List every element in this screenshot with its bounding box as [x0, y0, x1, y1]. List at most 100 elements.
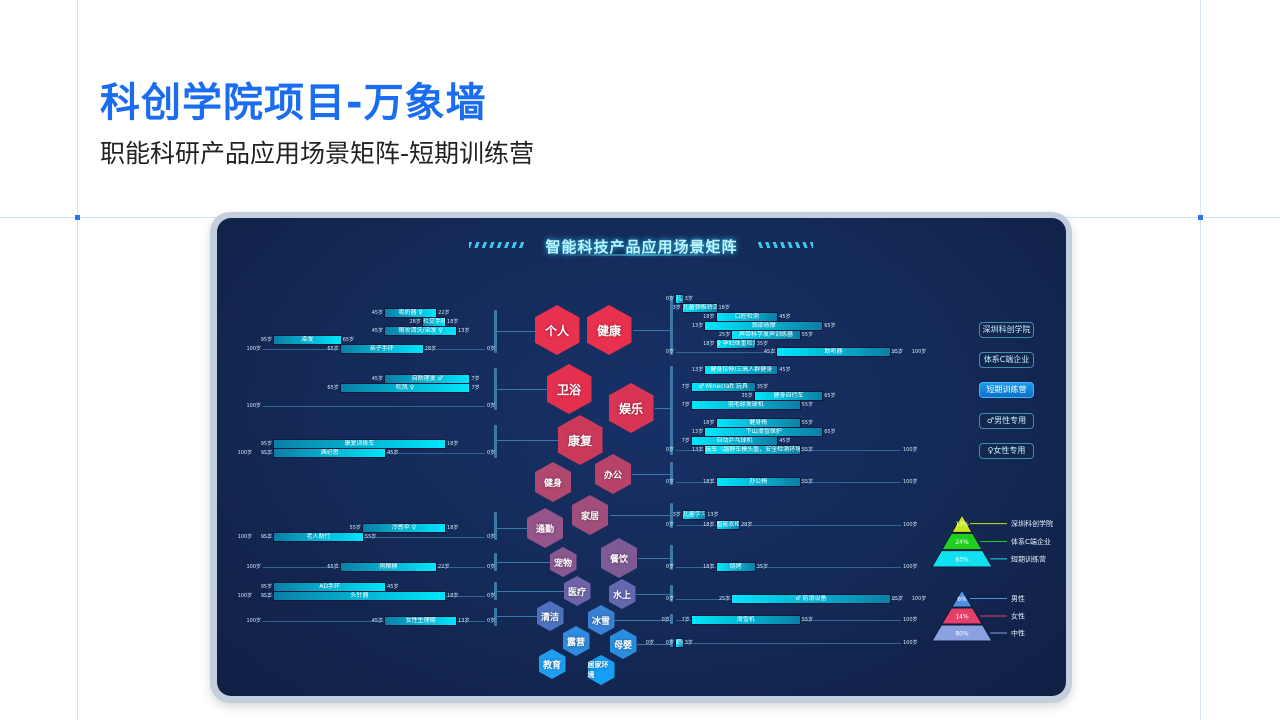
age-to-label: 35岁: [756, 564, 769, 570]
filter-button[interactable]: 体系C端企业: [979, 352, 1034, 368]
age-to-label: 28岁: [424, 346, 437, 352]
group-connector: [496, 591, 564, 592]
product-bar[interactable]: 健身拉伸/三高人群健身: [705, 366, 778, 374]
hexagon-17[interactable]: 母婴: [609, 629, 637, 659]
age-from-label: 95岁: [260, 441, 273, 447]
age-from-label: 65岁: [327, 564, 339, 570]
page-subtitle: 职能科研产品应用场景矩阵-短期训练营: [100, 139, 535, 168]
age-to-label: 55岁: [801, 332, 814, 338]
age-to-label: 45岁: [779, 314, 791, 320]
product-bar[interactable]: 奶瓶: [676, 639, 683, 647]
product-bar[interactable]: 滑雪机: [691, 616, 800, 624]
axis-min-label: 0岁: [665, 522, 674, 528]
filter-button[interactable]: ♀女性专用: [979, 443, 1034, 459]
axis-max-label: 100岁: [903, 640, 918, 646]
age-from-label: 65岁: [327, 385, 339, 391]
product-bar[interactable]: 老人助行: [274, 533, 363, 541]
product-bar[interactable]: 染发: [274, 336, 341, 344]
product-bar[interactable]: 自助理发 ♂: [385, 375, 470, 383]
hexagon-12[interactable]: 医疗: [563, 576, 591, 606]
product-bar[interactable]: 玩车（越野车模头盔，安全检测环境）: [705, 446, 800, 454]
group-bracket: [494, 310, 497, 353]
age-to-label: 65岁: [342, 337, 355, 343]
product-bar[interactable]: 儿童颈椎矫正: [682, 304, 717, 312]
age-from-label: 7岁: [681, 438, 690, 444]
group-connector: [610, 515, 670, 516]
product-bar[interactable]: 冷感伞 ♀: [362, 524, 446, 532]
axis-max-label: 100岁: [903, 522, 918, 528]
product-bar[interactable]: 吹风 ♀: [340, 384, 470, 392]
age-to-label: 18岁: [718, 305, 730, 311]
hexagon-16[interactable]: 露营: [562, 626, 590, 656]
product-bar[interactable]: 康复训练车: [274, 440, 446, 448]
guide-handle: [1198, 215, 1203, 220]
guide-line-left: [77, 0, 78, 720]
hexagon-13[interactable]: 水上: [608, 579, 636, 609]
product-bar[interactable]: 健身自行车: [754, 392, 823, 400]
product-bar[interactable]: 自动乒乓球机: [691, 437, 778, 445]
product-bar[interactable]: 满必思: [274, 449, 386, 457]
product-bar[interactable]: 狗粮桶: [340, 563, 437, 571]
product-bar[interactable]: 颈部按摩: [705, 322, 823, 330]
product-bar[interactable]: AD手环: [274, 583, 386, 591]
hexagon-19[interactable]: 居家环境: [587, 655, 615, 685]
hexagon-3[interactable]: 卫浴: [546, 364, 592, 414]
axis-min-label: 0岁: [665, 447, 674, 453]
hexagon-11[interactable]: 餐饮: [601, 538, 637, 578]
filter-button[interactable]: 深圳科创学院: [979, 322, 1034, 338]
product-bar[interactable]: 眼妆清洗/染发 ♀: [385, 327, 457, 335]
hexagon-5[interactable]: 康复: [557, 415, 603, 465]
axis-min-label: 0岁: [665, 349, 674, 355]
product-bar[interactable]: 办公椅: [716, 478, 800, 486]
filter-button[interactable]: ♂男性专用: [979, 413, 1034, 429]
age-to-label: 45岁: [779, 367, 791, 373]
age-from-label: 45岁: [371, 310, 384, 316]
product-bar[interactable]: 亲子手环: [340, 345, 423, 353]
product-bar[interactable]: 口腔检测: [716, 313, 778, 321]
group-bracket: [670, 585, 673, 602]
age-axis: [676, 567, 901, 568]
product-bar[interactable]: 声带科学发声训练器: [732, 331, 800, 339]
group-bracket: [494, 512, 497, 540]
hexagon-9[interactable]: 通勤: [527, 508, 563, 548]
axis-min-label: 0岁: [487, 403, 496, 409]
product-bar[interactable]: ♀ 孕妇体重检测: [716, 340, 755, 348]
product-bar[interactable]: 社交手环: [422, 318, 446, 326]
product-bar[interactable]: 下山滑雪保护: [705, 428, 823, 436]
hexagon-10[interactable]: 宠物: [549, 547, 577, 577]
hexagon-15[interactable]: 冰雪: [587, 605, 615, 635]
pyramid-value: 6%: [957, 596, 967, 603]
age-from-label: 18岁: [703, 314, 715, 320]
hexagon-1[interactable]: 个人: [534, 305, 580, 355]
product-bar[interactable]: 智能衣柜/智能灯: [716, 521, 739, 529]
axis-max-label: 100岁: [246, 564, 261, 570]
hexagon-2[interactable]: 健康: [586, 305, 632, 355]
group-bracket: [670, 296, 673, 355]
product-bar[interactable]: ♂ 防溺设备: [732, 595, 890, 603]
product-bar[interactable]: 儿童学习桌: [682, 511, 706, 519]
product-bar[interactable]: 儿童眼霜: [676, 295, 683, 303]
pyramid-level: [931, 550, 993, 568]
axis-min-label: 0岁: [665, 479, 674, 485]
axis-min-label: 0岁: [665, 564, 674, 570]
product-bar[interactable]: 健身椅: [716, 419, 800, 427]
product-bar[interactable]: 羽毛球发球机: [691, 401, 800, 409]
product-bar[interactable]: 烧烤: [716, 563, 755, 571]
pyramid-label: 中性: [1011, 629, 1025, 638]
age-to-label: 95岁: [891, 596, 904, 602]
product-bar[interactable]: ♂ Minecraft 玩具: [691, 383, 755, 391]
pyramid-level: [941, 607, 983, 625]
group-bracket: [670, 545, 673, 570]
hexagon-14[interactable]: 清洁: [536, 601, 564, 631]
product-bar[interactable]: 头针器: [274, 592, 446, 600]
hexagon-4[interactable]: 娱乐: [608, 383, 654, 433]
axis-max-label: 100岁: [237, 593, 253, 599]
hexagon-18[interactable]: 教育: [538, 649, 566, 679]
product-bar[interactable]: 助听器: [777, 348, 890, 356]
product-bar[interactable]: 吸奶器 ♀: [385, 309, 437, 317]
product-bar[interactable]: 女性生理期: [385, 617, 457, 625]
filter-button[interactable]: 短期训练营: [979, 382, 1034, 398]
age-to-label: 35岁: [756, 384, 769, 390]
age-to-label: 35岁: [756, 341, 769, 347]
pyramid-level: [951, 513, 973, 533]
